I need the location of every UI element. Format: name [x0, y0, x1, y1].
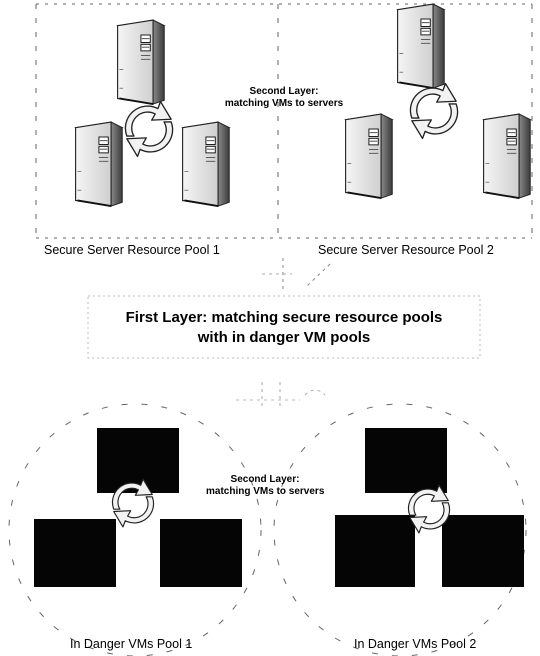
server-icon: [116, 19, 166, 106]
second-layer-line1: Second Layer:: [249, 86, 319, 97]
top-pool-frames: [35, 3, 533, 239]
vm-block: [335, 515, 415, 587]
cycle-arrows-icon: [124, 100, 174, 158]
danger-pool-2-label: In Danger VMs Pool 2: [354, 637, 477, 651]
second-layer-line2: matching VMs to servers: [206, 486, 325, 497]
vm-block: [365, 428, 447, 493]
first-layer-box: [87, 295, 481, 359]
second-layer-label-top: Second Layer: matching VMs to servers: [224, 86, 344, 110]
vm-block: [34, 519, 116, 587]
second-layer-label-bottom: Second Layer: matching VMs to servers: [206, 474, 324, 498]
server-icon: [482, 113, 532, 200]
first-layer-line2: with in danger VM pools: [197, 329, 371, 346]
server-icon: [344, 113, 394, 200]
vm-block: [442, 515, 524, 587]
danger-pool-1-label: In Danger VMs Pool 1: [70, 637, 193, 651]
secure-pool-1-label: Secure Server Resource Pool 1: [44, 243, 220, 257]
second-layer-line1: Second Layer:: [230, 474, 300, 485]
cycle-arrows-icon: [409, 82, 459, 140]
vm-pool-2-boundary: [273, 403, 527, 656]
vm-block: [97, 428, 179, 493]
server-icon: [396, 3, 446, 90]
vm-block: [160, 519, 242, 587]
secure-pool-2-label: Secure Server Resource Pool 2: [318, 243, 494, 257]
server-icon: [181, 121, 231, 208]
second-layer-line2: matching VMs to servers: [224, 98, 344, 109]
first-layer-line1: First Layer: matching secure resource po…: [125, 309, 443, 326]
server-icon: [74, 121, 124, 208]
bottom-connector: [236, 382, 326, 410]
top-connector: [262, 258, 331, 292]
first-layer-label: First Layer: matching secure resource po…: [90, 308, 478, 348]
vm-pool-1-boundary: [8, 403, 262, 656]
